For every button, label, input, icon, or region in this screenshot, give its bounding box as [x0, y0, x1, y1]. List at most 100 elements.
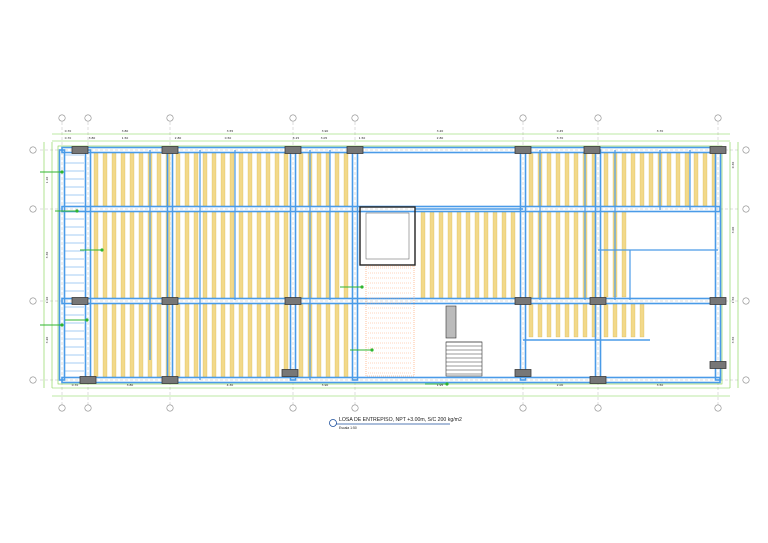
column: [161, 297, 179, 305]
section-marker-dot: [60, 170, 64, 174]
joist: [93, 152, 99, 207]
joist: [501, 211, 507, 299]
dimension-label-left: 1.10: [45, 177, 49, 184]
dimension-label-top-outer: 3.80: [122, 129, 129, 133]
dimension-label-top: 3.05: [321, 136, 328, 140]
joist: [630, 152, 636, 207]
joist: [612, 303, 618, 338]
joist: [193, 152, 199, 207]
axis-bubble-top: [714, 114, 722, 122]
dimension-label-bottom: 1.95: [437, 383, 444, 387]
joist: [546, 152, 552, 207]
joist: [202, 211, 208, 299]
joist: [265, 152, 271, 207]
dimension-label-top-outer: 3.70: [657, 129, 664, 133]
dimension-label-top: 0.70: [65, 136, 72, 140]
joist: [630, 303, 636, 338]
joist: [465, 211, 471, 299]
joist: [102, 303, 108, 378]
axis-bubble-left: [29, 205, 37, 213]
column: [71, 146, 89, 154]
dimension-label-bottom: 3.80: [127, 383, 134, 387]
stair-shaft: [359, 206, 483, 377]
joist: [193, 303, 199, 378]
joist: [202, 303, 208, 378]
column: [284, 146, 302, 154]
joist: [156, 152, 162, 207]
joist: [343, 211, 349, 299]
column: [709, 361, 727, 369]
joist: [129, 303, 135, 378]
axis-bubble-top: [58, 114, 66, 122]
column: [709, 297, 727, 305]
dimension-label-top: 3.15: [293, 136, 300, 140]
columns: [71, 146, 727, 384]
joist: [138, 303, 144, 378]
joist: [639, 303, 645, 338]
joist: [438, 211, 444, 299]
dimension-label-top-outer: 3.55: [227, 129, 234, 133]
joist: [474, 211, 480, 299]
dimension-label-left: 1.10: [45, 297, 49, 304]
column: [514, 369, 532, 377]
joist: [156, 303, 162, 378]
dimension-label-bottom: 2.00: [557, 383, 564, 387]
joist: [555, 152, 561, 207]
joist: [238, 211, 244, 299]
joist: [546, 303, 552, 338]
joist: [256, 303, 262, 378]
joist: [639, 152, 645, 207]
drawing-scale-text: Escala 1:50: [339, 426, 357, 430]
dimension-label-right: 0.30: [731, 162, 735, 169]
joist: [93, 211, 99, 299]
joist: [528, 211, 534, 299]
section-marker-dot: [370, 348, 374, 352]
joist: [447, 211, 453, 299]
joist: [316, 211, 322, 299]
joist: [621, 303, 627, 338]
joist: [265, 211, 271, 299]
joist: [564, 152, 570, 207]
column: [589, 297, 607, 305]
joist: [274, 152, 280, 207]
joist: [184, 152, 190, 207]
dimension-label-top: 3.80: [89, 136, 96, 140]
joist: [666, 152, 672, 207]
joist: [229, 211, 235, 299]
section-marker-dot: [85, 318, 89, 322]
joist: [211, 211, 217, 299]
joist: [138, 211, 144, 299]
drawing-title: LOSA DE ENTREPISO, NPT +3.00m, S/C 200 k…: [329, 417, 462, 430]
section-marker-dot: [75, 209, 79, 213]
column: [514, 297, 532, 305]
joist: [274, 303, 280, 378]
axis-bubble-bottom: [714, 404, 722, 412]
joist: [298, 211, 304, 299]
joist: [175, 211, 181, 299]
column: [161, 146, 179, 154]
axis-bubble-bottom: [166, 404, 174, 412]
dimension-label-top: 3.70: [557, 136, 564, 140]
joist: [229, 303, 235, 378]
joist: [283, 303, 289, 378]
joist: [603, 211, 609, 298]
section-markers: [40, 170, 449, 386]
joist: [528, 303, 534, 338]
joist: [334, 211, 340, 299]
joist: [564, 211, 570, 299]
joist: [564, 303, 570, 338]
joist: [102, 211, 108, 299]
joist: [111, 152, 117, 207]
joist: [648, 152, 654, 207]
dimension-label-top: 0.50: [225, 136, 232, 140]
joist: [684, 152, 690, 207]
joist: [175, 303, 181, 378]
joist: [298, 152, 304, 207]
column: [284, 297, 302, 305]
axis-bubble-top: [166, 114, 174, 122]
joist: [621, 211, 627, 298]
joist: [528, 152, 534, 207]
axis-bubble-bottom: [594, 404, 602, 412]
